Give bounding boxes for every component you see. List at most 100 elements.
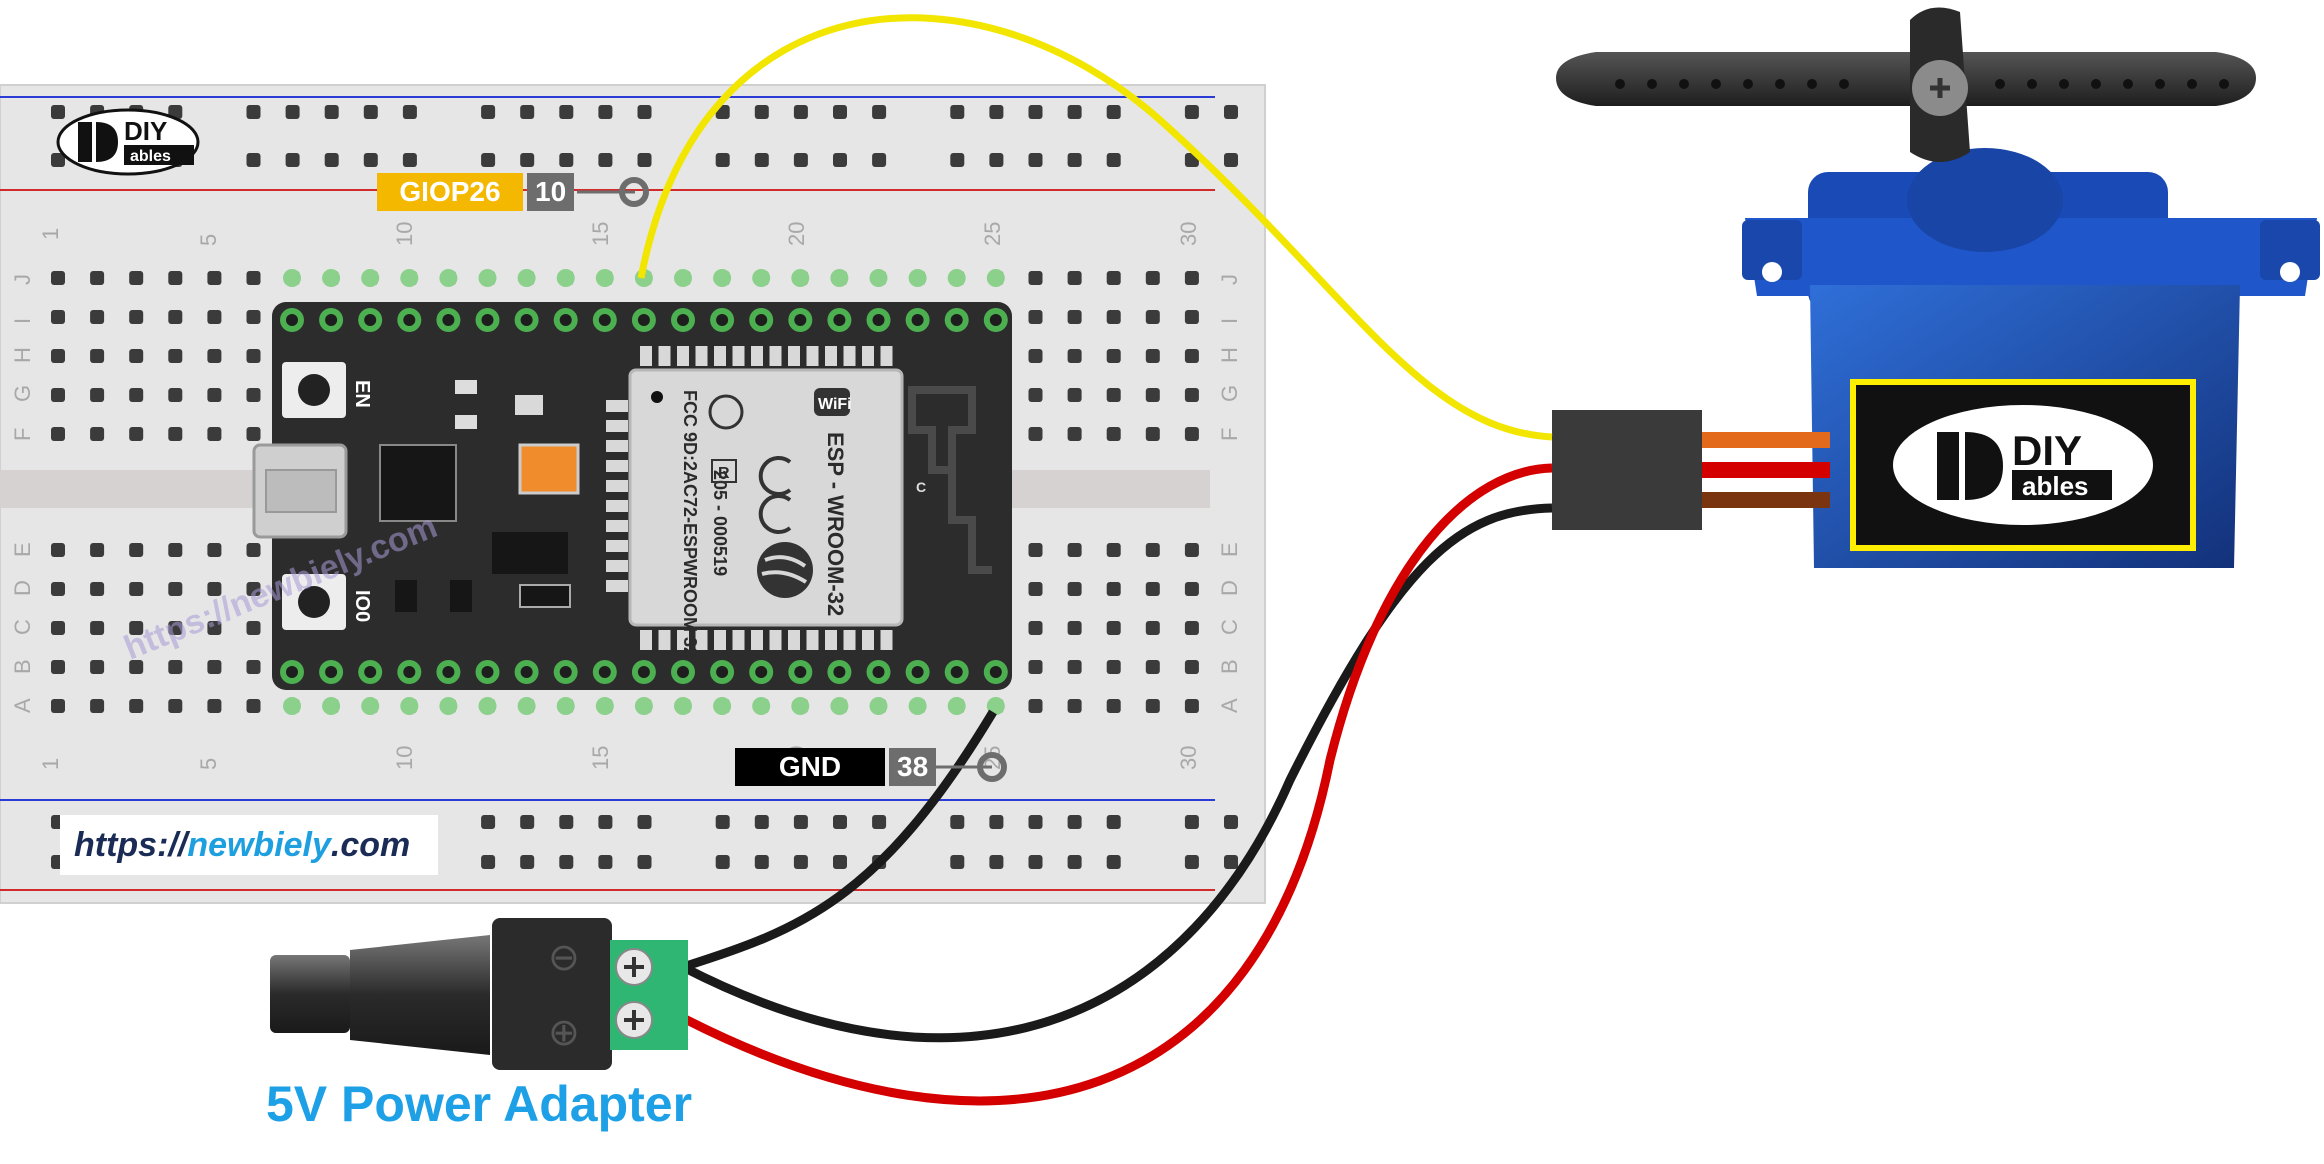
servo-mount-flange [1745, 218, 2317, 296]
breadboard-hole [1145, 660, 1160, 674]
rail-hole [754, 153, 769, 167]
breadboard-hole [129, 271, 144, 285]
horn-hole [2027, 79, 2037, 89]
breadboard-hole [129, 543, 144, 557]
wroom-pin-bottom [695, 630, 708, 650]
breadboard-hole [1145, 543, 1160, 557]
breadboard-hole [1145, 349, 1160, 363]
breadboard-hole [1028, 349, 1043, 363]
header-pin-hole [481, 666, 494, 678]
inserted-pin [713, 697, 732, 715]
wroom-pin-top [658, 346, 671, 366]
breadboard-hole [246, 427, 261, 441]
header-pin-hole [989, 666, 1002, 678]
wroom-pin-side [606, 460, 628, 472]
horn-hole [2059, 79, 2069, 89]
rail-hole [559, 153, 574, 167]
breadboard-hole [51, 699, 65, 713]
usb-uart-chip [379, 444, 457, 522]
rail-hole [833, 153, 847, 167]
rail-hole [51, 153, 65, 167]
wroom-pin-top [640, 346, 652, 366]
rail-hole [715, 153, 730, 167]
inserted-pin [752, 697, 771, 715]
rail-hole [598, 153, 613, 167]
rail-hole [1224, 855, 1238, 869]
wroom-pin-top [825, 346, 837, 366]
breadboard-hole [1184, 543, 1199, 557]
breadboard-hole [1067, 660, 1082, 674]
inserted-pin [908, 697, 927, 715]
header-pin-hole [364, 666, 377, 678]
header-pin-hole [286, 666, 298, 678]
esp32-board: EN IO0 WiFi ESP - WROOM-32 205 - 00 [119, 269, 1012, 715]
horn-hole [1615, 79, 1625, 89]
breadboard-hole [168, 310, 183, 324]
rail-hole [637, 855, 652, 869]
inserted-pin [752, 269, 771, 287]
wroom-pin-bottom [677, 630, 689, 650]
breadboard-hole [1184, 427, 1199, 441]
wroom-pin-side [606, 400, 628, 412]
rail-hole [520, 815, 535, 829]
breadboard-hole [207, 271, 222, 285]
wroom-pin-top [695, 346, 708, 366]
breadboard-hole [1028, 699, 1043, 713]
horn-holes [1615, 79, 2229, 89]
breadboard-hole [168, 543, 183, 557]
horn-hole [1647, 79, 1657, 89]
wifi-badge-text: WiFi [818, 396, 852, 413]
pcb-antenna: C [908, 386, 992, 574]
row-letter-d: D [10, 580, 35, 596]
breadboard-hole [168, 349, 183, 363]
horn-hole [2219, 79, 2229, 89]
rail-hole [637, 105, 652, 119]
capacitor [518, 443, 580, 495]
inserted-pin [634, 697, 653, 715]
gpio-pin-marker [619, 177, 649, 207]
breadboard-hole [90, 699, 105, 713]
breadboard-hole [90, 271, 105, 285]
row-letter-j-right: J [1217, 274, 1242, 285]
rail-hole [715, 815, 730, 829]
horn-hole [1711, 79, 1721, 89]
col-num-10: 10 [392, 222, 417, 246]
logo-text-top: DIY [124, 116, 167, 146]
rail-hole [1028, 105, 1043, 119]
fcc-mark-icon [708, 394, 744, 430]
row-letter-a-right: A [1217, 698, 1242, 713]
signal-wire [637, 14, 1553, 441]
wroom-pin-bottom [714, 630, 726, 650]
io0-label: IO0 [351, 590, 373, 622]
rail-hole [598, 855, 613, 869]
header-pin-hole [637, 666, 650, 678]
breadboard-hole [1106, 271, 1121, 285]
breadboard-hole [1106, 310, 1121, 324]
gnd-pin-name: GND [735, 748, 885, 786]
breadboard-hole [51, 388, 65, 402]
barrel-jack-sleeve [350, 935, 490, 1055]
url-domain: newbiely [187, 825, 331, 864]
row-letters-left: J I H G F E D C B A [10, 274, 35, 713]
row-letter-h: H [10, 347, 35, 363]
rail-hole [559, 815, 574, 829]
row-letter-i-right: I [1217, 318, 1242, 324]
url-suffix: .com [330, 825, 411, 864]
gpio-pin-name: GIOP26 [377, 173, 523, 211]
wroom-pin-top [862, 346, 874, 366]
header-pin-hole [716, 314, 729, 326]
wifi-badge-icon [814, 388, 850, 416]
rail-hole [402, 153, 417, 167]
wroom-pin-bottom [658, 630, 671, 650]
inserted-pin [713, 269, 732, 287]
rail-hole [1067, 105, 1082, 119]
gnd-pin-marker [977, 752, 1007, 782]
wroom-pin-side [606, 480, 628, 492]
horn-hole [2123, 79, 2133, 89]
rail-hole [1028, 855, 1043, 869]
breadboard-hole [1145, 427, 1160, 441]
breadboard-hole [246, 271, 261, 285]
power-adapter: ⊖ ⊕ [270, 918, 688, 1070]
inserted-pin [322, 269, 341, 287]
rail-hole [793, 105, 808, 119]
